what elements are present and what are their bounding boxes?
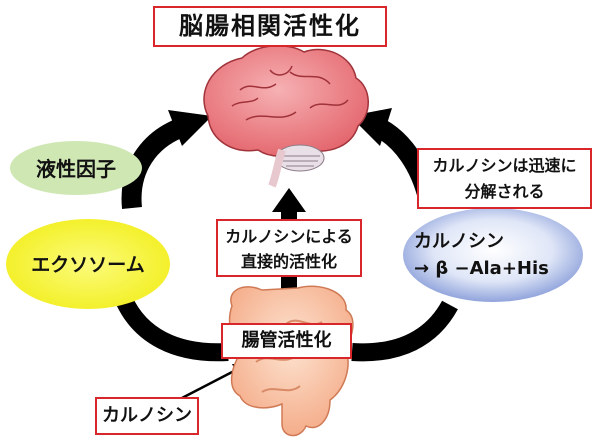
left-upward-arrow bbox=[121, 110, 212, 209]
breakdown-line-1: カルノシン bbox=[414, 231, 504, 252]
page-title-text: 脳腸相関活性化 bbox=[179, 12, 361, 40]
rapid-degradation-line-2: 分解される bbox=[464, 182, 545, 201]
right-lower-arc bbox=[351, 300, 458, 362]
gut-activation-box: 腸管活性化 bbox=[221, 323, 352, 359]
brain-illustration bbox=[203, 45, 369, 188]
carnosine-input-box: カルノシン bbox=[95, 397, 199, 435]
carnosine-input-text: カルノシン bbox=[102, 405, 192, 426]
humoral-ellipse bbox=[10, 141, 142, 195]
exosome-ellipse bbox=[6, 219, 170, 309]
rapid-degradation-box: カルノシンは迅速に 分解される bbox=[417, 148, 592, 209]
breakdown-line-2: → β −Ala+His bbox=[414, 258, 549, 279]
page-title: 脳腸相関活性化 bbox=[153, 6, 387, 47]
humoral-factor-text: 液性因子 bbox=[36, 157, 116, 181]
rapid-degradation-line-1: カルノシンは迅速に bbox=[432, 156, 577, 175]
humoral-factor-label: 液性因子 bbox=[20, 155, 132, 183]
direct-activation-box: カルノシンによる 直接的活性化 bbox=[216, 219, 362, 277]
breakdown-label: カルノシン → β −Ala+His bbox=[414, 228, 574, 284]
exosome-label: エクソソーム bbox=[14, 251, 162, 279]
intestine-illustration bbox=[228, 285, 354, 437]
left-lower-arc bbox=[115, 295, 229, 362]
gut-activation-text: 腸管活性化 bbox=[241, 330, 332, 351]
direct-activation-line-2: 直接的活性化 bbox=[240, 252, 337, 271]
exosome-text: エクソソーム bbox=[31, 254, 145, 276]
breakdown-ellipse bbox=[403, 208, 583, 302]
direct-activation-line-1: カルノシンによる bbox=[225, 227, 353, 246]
